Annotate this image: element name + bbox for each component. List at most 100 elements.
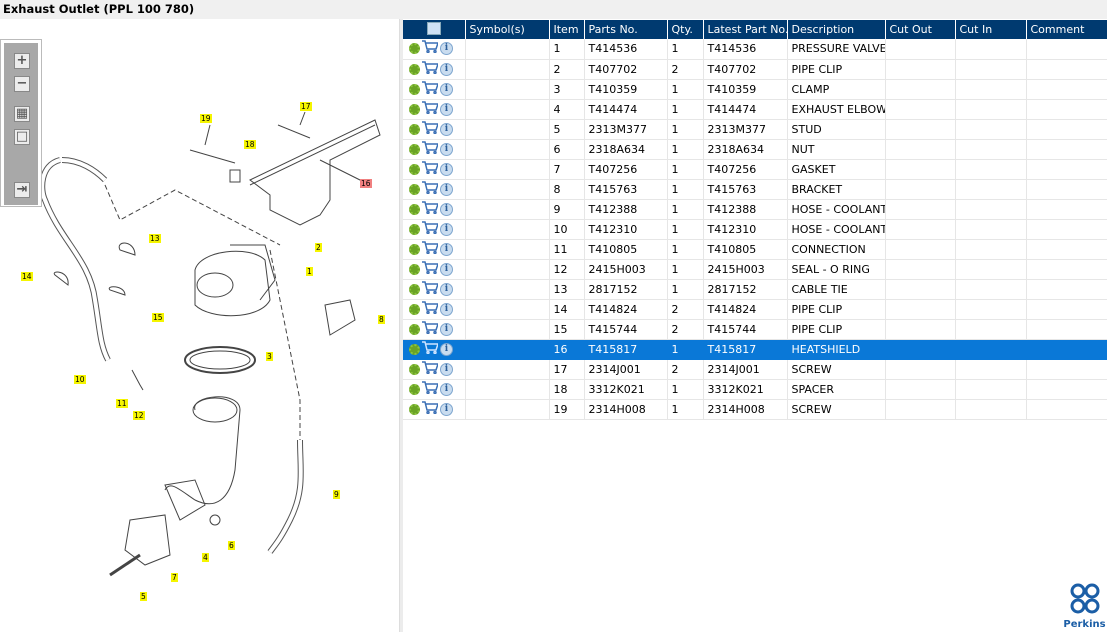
column-header[interactable]: Cut In bbox=[955, 20, 1027, 39]
cart-icon[interactable] bbox=[422, 60, 440, 78]
cart-icon[interactable] bbox=[422, 140, 440, 158]
fit-view-button[interactable]: ▦ bbox=[14, 106, 30, 122]
gear-icon[interactable] bbox=[409, 303, 420, 315]
gear-icon[interactable] bbox=[409, 103, 420, 115]
gear-icon[interactable] bbox=[409, 383, 420, 395]
cart-icon[interactable] bbox=[422, 340, 440, 358]
callout-15[interactable]: 15 bbox=[152, 313, 164, 322]
gear-icon[interactable] bbox=[409, 263, 420, 275]
callout-6[interactable]: 6 bbox=[228, 541, 235, 550]
callout-3[interactable]: 3 bbox=[266, 352, 273, 361]
cart-icon[interactable] bbox=[422, 200, 440, 218]
gear-icon[interactable] bbox=[409, 83, 420, 95]
cart-icon[interactable] bbox=[422, 40, 440, 57]
info-icon[interactable]: i bbox=[440, 262, 453, 276]
info-icon[interactable]: i bbox=[440, 322, 453, 336]
actual-size-button[interactable]: □ bbox=[14, 129, 30, 145]
info-icon[interactable]: i bbox=[440, 362, 453, 376]
cart-icon[interactable] bbox=[422, 280, 440, 298]
gear-icon[interactable] bbox=[409, 123, 420, 135]
column-header[interactable]: Item bbox=[549, 20, 585, 39]
callout-13[interactable]: 13 bbox=[149, 234, 161, 243]
info-icon[interactable]: i bbox=[440, 142, 453, 156]
cart-icon[interactable] bbox=[422, 120, 440, 138]
callout-1[interactable]: 1 bbox=[306, 267, 313, 276]
callout-14[interactable]: 14 bbox=[21, 272, 33, 281]
cart-icon[interactable] bbox=[422, 100, 440, 118]
cart-icon[interactable] bbox=[422, 400, 440, 418]
info-icon[interactable]: i bbox=[440, 382, 453, 396]
cart-icon[interactable] bbox=[422, 300, 440, 318]
callout-11[interactable]: 11 bbox=[116, 399, 128, 408]
info-icon[interactable]: i bbox=[440, 82, 453, 96]
panel-splitter[interactable] bbox=[400, 19, 403, 632]
callout-16-selected[interactable]: 16 bbox=[360, 179, 372, 188]
info-icon[interactable]: i bbox=[440, 222, 453, 236]
gear-icon[interactable] bbox=[409, 163, 420, 175]
info-icon[interactable]: i bbox=[440, 342, 453, 356]
callout-17[interactable]: 17 bbox=[300, 102, 312, 111]
gear-icon[interactable] bbox=[409, 363, 420, 375]
zoom-out-button[interactable]: − bbox=[14, 76, 30, 92]
cart-icon[interactable] bbox=[422, 220, 440, 238]
info-icon[interactable]: i bbox=[440, 162, 453, 176]
column-header[interactable]: Description bbox=[787, 20, 886, 39]
info-icon[interactable]: i bbox=[440, 282, 453, 296]
info-icon[interactable]: i bbox=[440, 102, 453, 116]
cart-icon[interactable] bbox=[422, 80, 440, 98]
cart-icon[interactable] bbox=[422, 160, 440, 178]
cart-icon[interactable] bbox=[422, 260, 440, 278]
gear-icon[interactable] bbox=[409, 243, 420, 255]
gear-icon[interactable] bbox=[409, 403, 420, 415]
callout-4[interactable]: 4 bbox=[202, 553, 209, 562]
column-header[interactable]: Qty. bbox=[667, 20, 704, 39]
callout-2[interactable]: 2 bbox=[315, 243, 322, 252]
callout-19[interactable]: 19 bbox=[200, 114, 212, 123]
diagram-panel[interactable]: + − ▦ □ ⇥ 1 2 3 4 5 6 7 8 9 10 11 12 13 … bbox=[0, 19, 400, 632]
info-icon[interactable]: i bbox=[440, 402, 453, 416]
gear-icon[interactable] bbox=[409, 63, 420, 75]
cart-icon[interactable] bbox=[422, 240, 440, 258]
callout-5[interactable]: 5 bbox=[140, 592, 147, 601]
column-header[interactable]: Latest Part No. bbox=[703, 20, 788, 39]
gear-icon[interactable] bbox=[409, 43, 420, 55]
info-icon[interactable]: i bbox=[440, 42, 453, 56]
gear-icon[interactable] bbox=[409, 203, 420, 215]
gear-icon[interactable] bbox=[409, 323, 420, 335]
column-header[interactable]: Cut Out bbox=[885, 20, 956, 39]
callout-10[interactable]: 10 bbox=[74, 375, 86, 384]
column-header-search[interactable] bbox=[403, 20, 466, 39]
gear-icon[interactable] bbox=[409, 283, 420, 295]
cart-icon[interactable] bbox=[422, 180, 440, 198]
callout-9[interactable]: 9 bbox=[333, 490, 340, 499]
gear-icon[interactable] bbox=[409, 343, 420, 355]
gear-icon[interactable] bbox=[409, 143, 420, 155]
cart-icon[interactable] bbox=[422, 380, 440, 398]
info-icon[interactable]: i bbox=[440, 242, 453, 256]
info-icon[interactable]: i bbox=[440, 302, 453, 316]
callout-12[interactable]: 12 bbox=[133, 411, 145, 420]
info-icon[interactable]: i bbox=[440, 122, 453, 136]
callout-18[interactable]: 18 bbox=[244, 140, 256, 149]
gear-icon[interactable] bbox=[409, 183, 420, 195]
cart-icon[interactable] bbox=[422, 360, 440, 378]
info-icon[interactable]: i bbox=[440, 202, 453, 216]
column-header[interactable]: Symbol(s) bbox=[465, 20, 550, 39]
